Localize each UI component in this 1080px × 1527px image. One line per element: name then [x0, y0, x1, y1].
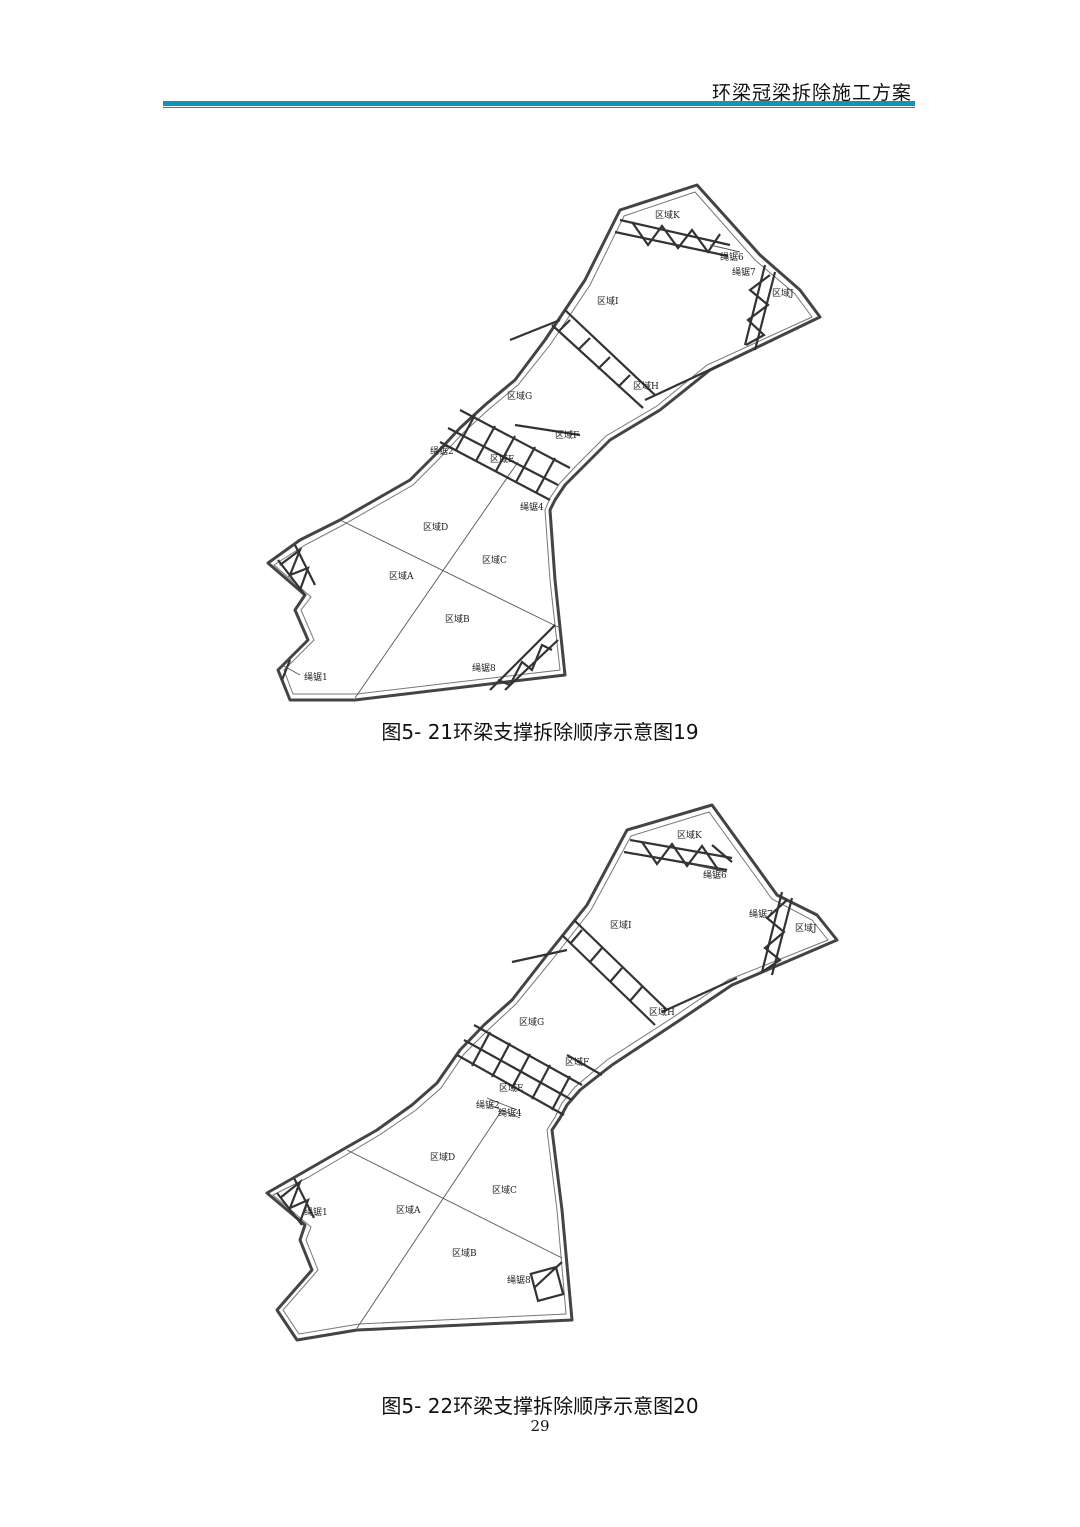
- header-rule: [163, 101, 915, 106]
- label-anchor-6: 绳锯6: [720, 251, 744, 263]
- header-rule-thin: [163, 107, 915, 108]
- label-zone-g: 区域G: [519, 1016, 544, 1028]
- header-title: 环梁冠梁拆除施工方案: [711, 82, 912, 104]
- bracing-grid-e: [439, 409, 581, 501]
- label-zone-i: 区域I: [610, 919, 632, 931]
- label-zone-j: 区域J: [795, 922, 817, 934]
- label-anchor-8: 绳锯8: [507, 1274, 531, 1286]
- label-zone-j: 区域J: [772, 287, 794, 299]
- bracing-grid-e: [456, 1024, 603, 1116]
- label-zone-c: 区域C: [482, 554, 507, 566]
- label-zone-h: 区域H: [649, 1006, 675, 1018]
- label-anchor-8: 绳锯8: [472, 662, 496, 674]
- bracing-lower-right: [529, 1261, 565, 1303]
- label-anchor-2: 绳锯2: [430, 445, 454, 457]
- label-zone-b: 区域B: [452, 1247, 477, 1259]
- label-zone-f: 区域F: [565, 1056, 589, 1068]
- label-zone-c: 区域C: [492, 1184, 517, 1196]
- bracing-zone-k: [623, 838, 733, 872]
- label-anchor-1: 绳锯1: [304, 1206, 328, 1218]
- label-anchor-2: 绳锯2: [476, 1099, 500, 1111]
- label-zone-a: 区域A: [396, 1204, 421, 1216]
- bracing-zone-k: [614, 218, 731, 258]
- label-zone-b: 区域B: [445, 613, 470, 625]
- bracing-lower-left: [277, 544, 316, 681]
- label-zone-k: 区域K: [677, 829, 702, 841]
- label-zone-d: 区域D: [430, 1151, 455, 1163]
- label-zone-i: 区域I: [597, 295, 619, 307]
- figure-caption-19: 图5- 21环梁支撑拆除顺序示意图19: [381, 720, 699, 744]
- ring-beam-outline: [265, 803, 839, 1342]
- label-zone-h: 区域H: [633, 380, 659, 392]
- label-anchor-4: 绳锯4: [520, 501, 544, 513]
- label-zone-e: 区域E: [490, 453, 515, 465]
- label-zone-f: 区域F: [555, 429, 579, 441]
- diagram-figure-19: 区域K 绳锯6 绳锯7 区域J 区域I 区域H 区域G 区域F 绳锯2 区域E …: [260, 180, 830, 710]
- bracing-ladder-ih: [511, 919, 738, 1026]
- label-zone-k: 区域K: [655, 209, 680, 221]
- ring-beam-outline: [266, 183, 822, 702]
- label-anchor-7: 绳锯7: [732, 266, 756, 278]
- site-plan-diagram: 区域K 绳锯6 绳锯7 区域J 区域I 区域H 区域G 区域F 区域E 绳锯2 …: [265, 803, 839, 1342]
- site-plan-diagram: 区域K 绳锯6 绳锯7 区域J 区域I 区域H 区域G 区域F 绳锯2 区域E …: [266, 183, 822, 702]
- bracing-ladder-ih: [509, 309, 721, 409]
- bracing-lower-left: [276, 1177, 315, 1226]
- label-zone-a: 区域A: [389, 570, 414, 582]
- label-zone-d: 区域D: [423, 521, 448, 533]
- page-number: 29: [530, 1417, 550, 1435]
- label-zone-g: 区域G: [507, 390, 532, 402]
- label-anchor-7: 绳锯7: [749, 908, 773, 920]
- figure-caption-20: 图5- 22环梁支撑拆除顺序示意图20: [381, 1394, 699, 1418]
- label-anchor-1: 绳锯1: [304, 671, 328, 683]
- label-anchor-6: 绳锯6: [703, 869, 727, 881]
- bracing-zone-j: [743, 264, 777, 351]
- bracing-lower-right: [489, 624, 559, 691]
- label-anchor-4: 绳锯4: [498, 1107, 522, 1119]
- bracing-zone-j: [760, 891, 794, 976]
- diagram-figure-20: 区域K 绳锯6 绳锯7 区域J 区域I 区域H 区域G 区域F 区域E 绳锯2 …: [262, 800, 842, 1345]
- label-zone-e: 区域E: [499, 1082, 524, 1094]
